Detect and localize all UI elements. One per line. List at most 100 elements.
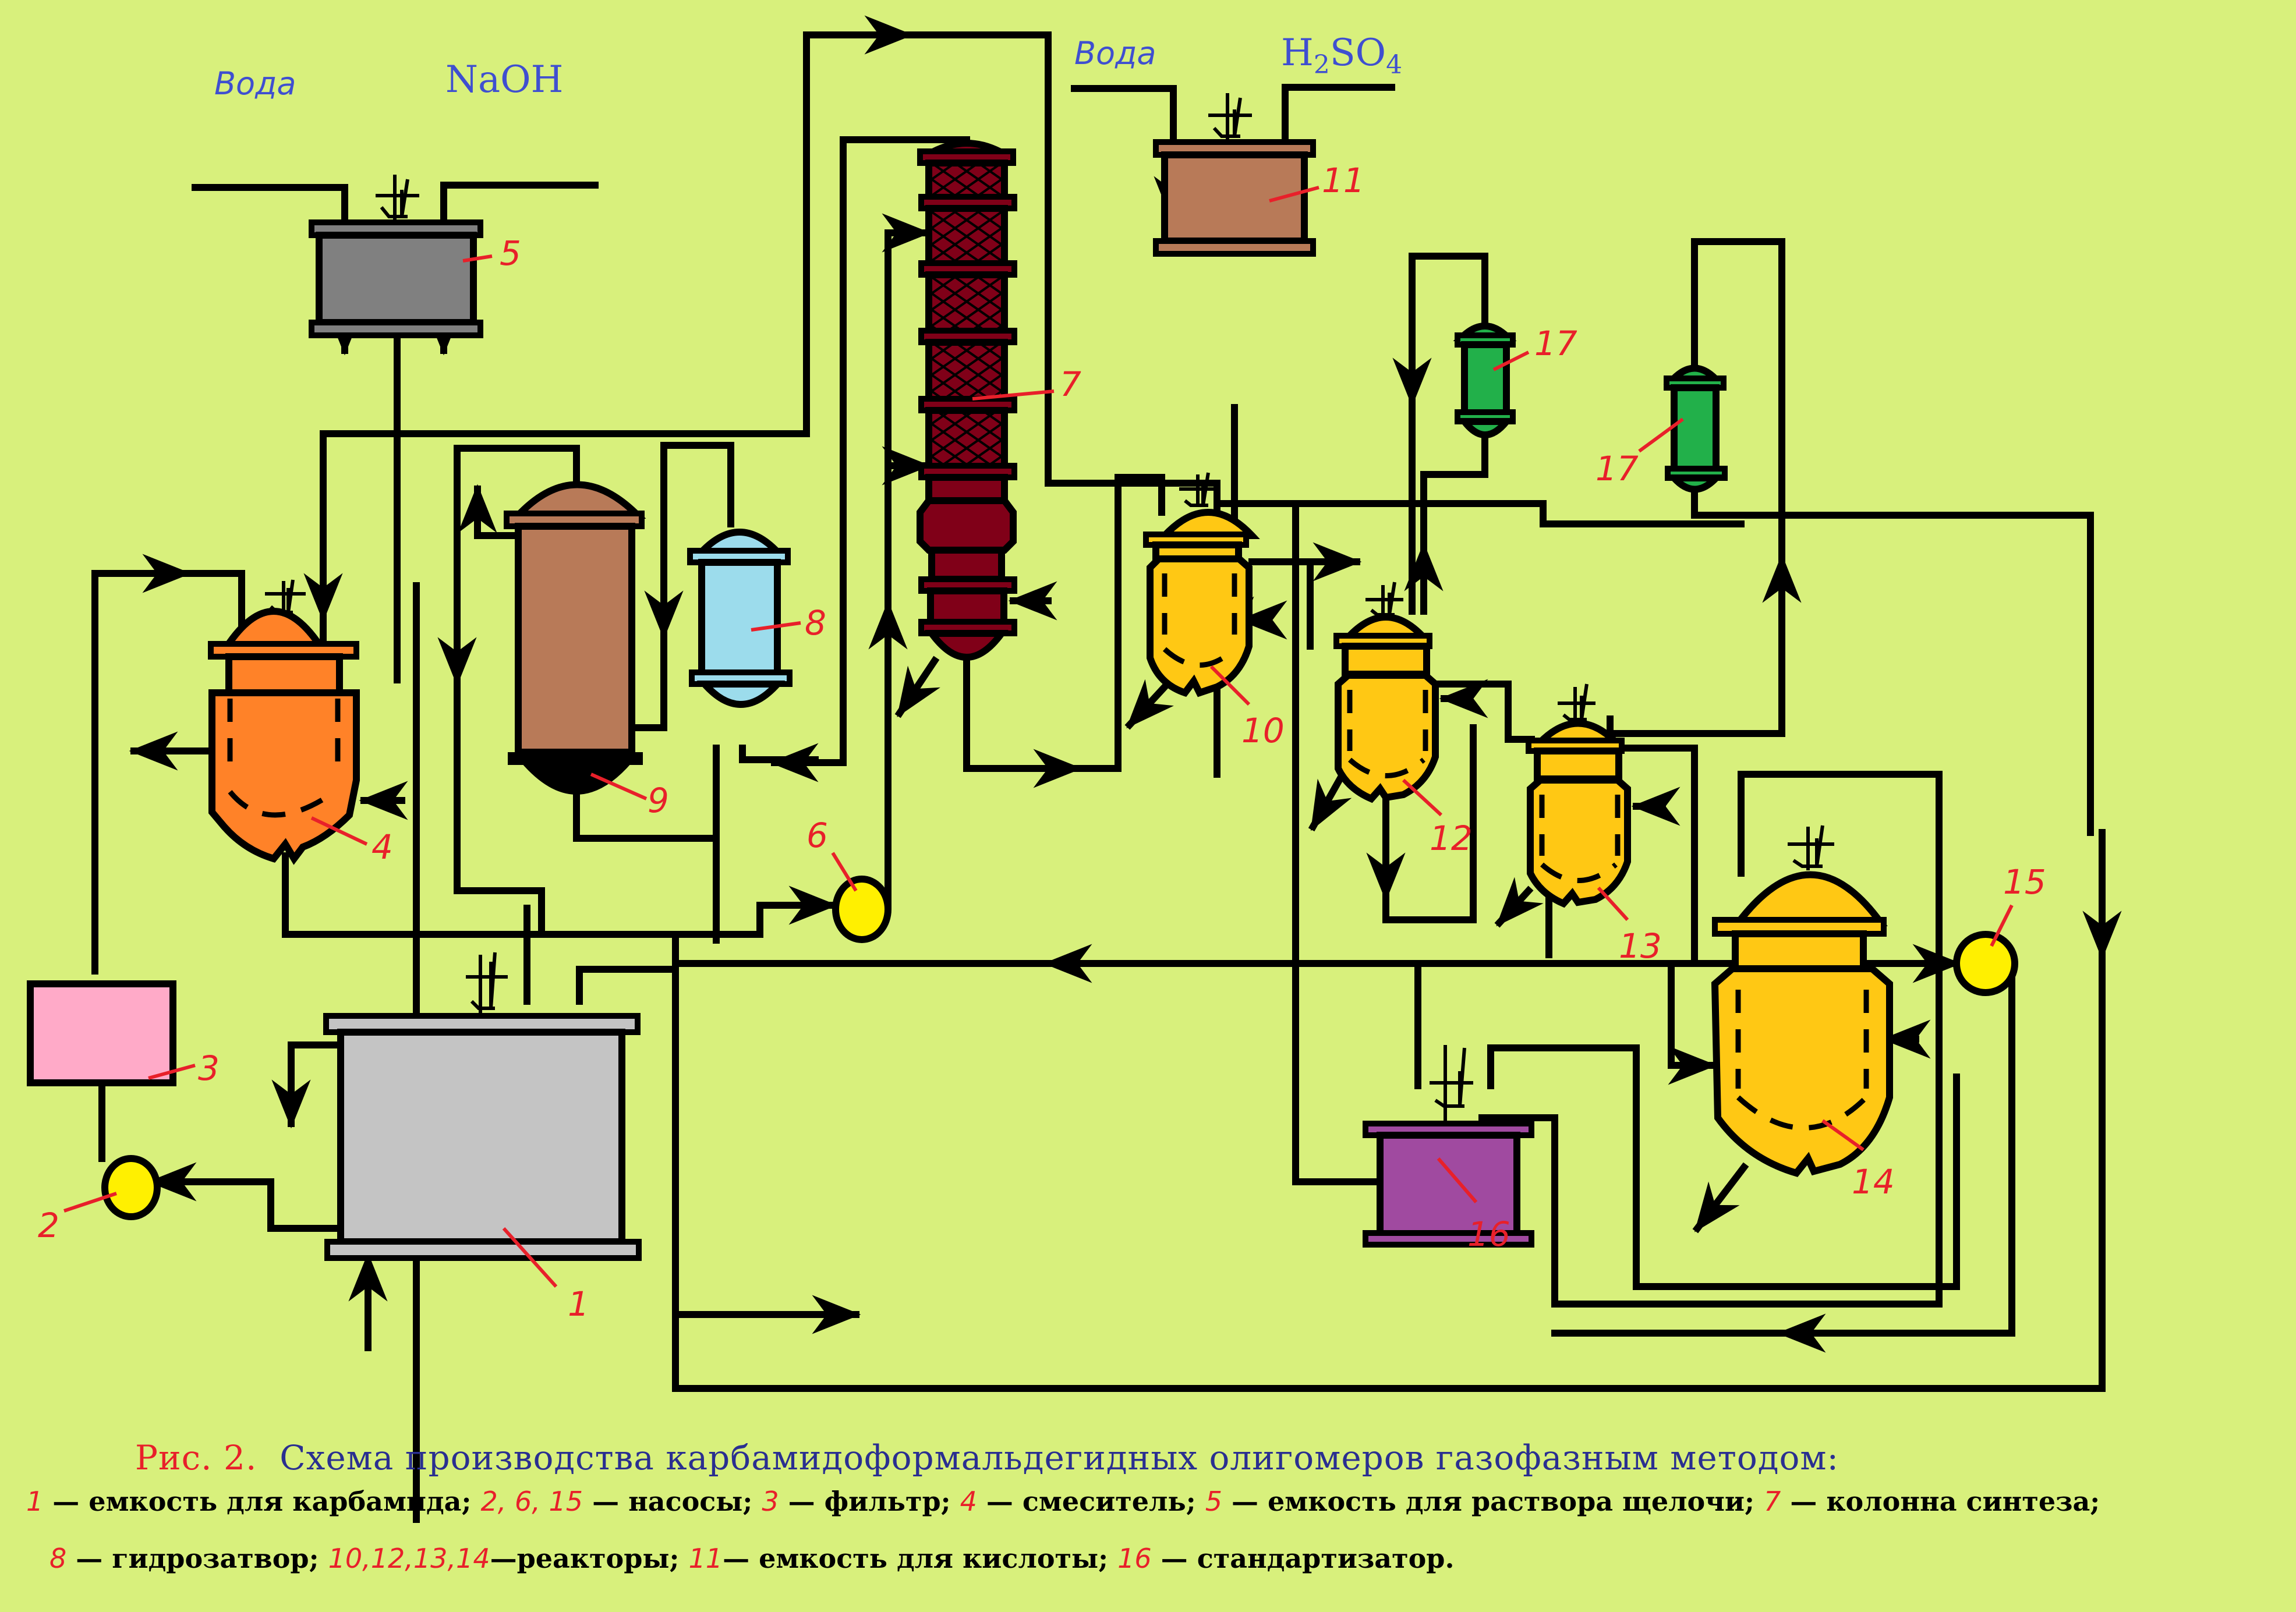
pipe-column-out-bottom	[963, 474, 1165, 772]
pipe-tank1-side-out	[271, 1041, 344, 1129]
pipe-13-to-14	[1668, 963, 1715, 1069]
pipe-mixer4-to-pump6	[282, 852, 838, 938]
label-13: 13	[1619, 926, 1662, 966]
legend-num: 1	[26, 1486, 44, 1517]
reactor-12[interactable]: 12	[1333, 582, 1473, 858]
reactor-14[interactable]: 14	[1711, 825, 1895, 1202]
pipe-14-loop	[1478, 771, 1943, 1308]
hydroseal-8[interactable]: 8	[687, 529, 826, 708]
label-12: 12	[1430, 819, 1473, 858]
pipe-14-drain	[1692, 1162, 1749, 1234]
label-17-first: 17	[1534, 324, 1577, 363]
stirrer-icon	[466, 952, 508, 1013]
pipelines	[91, 15, 2122, 1523]
legend-text: — смеситель;	[977, 1486, 1205, 1517]
label-2: 2	[38, 1206, 59, 1245]
filter-3[interactable]: 3	[27, 980, 220, 1088]
pipe-17b-bottom	[1691, 483, 2094, 836]
pipe-17a-bottom	[1420, 427, 1488, 615]
vessel-9[interactable]: 9	[504, 481, 669, 821]
pipe-17b-top	[1607, 238, 1785, 737]
caption-figure-number: Рис. 2.	[135, 1438, 257, 1478]
legend-text: — стандартизатор.	[1151, 1543, 1455, 1574]
label-7: 7	[1060, 364, 1081, 404]
legend-num: 16	[1117, 1543, 1152, 1574]
pipe-10-drain	[1124, 679, 1174, 730]
pipe-tank1-to-pump2	[147, 1162, 344, 1232]
pipe-10-upper-header	[1214, 500, 1745, 527]
pump-6[interactable]: 6	[806, 816, 891, 943]
pipe-8-feed-in	[739, 745, 819, 763]
condenser-17-first[interactable]: 17	[1453, 323, 1577, 438]
label-16: 16	[1467, 1214, 1510, 1254]
pump-15[interactable]: 15	[1953, 862, 2046, 996]
pipe-return-bottom-vert	[672, 829, 2106, 1392]
pipe-17a-loop	[1409, 253, 1488, 615]
stirrer-icon	[1365, 582, 1403, 617]
pipe-8-bottom	[573, 745, 720, 842]
caption-legend-line-1: 1 — емкость для карбамида; 2, 6, 15 — на…	[26, 1486, 2100, 1517]
legend-text: — фильтр;	[779, 1486, 960, 1517]
legend-text: — колонна синтеза;	[1781, 1486, 2100, 1517]
label-10: 10	[1241, 711, 1285, 750]
legend-num: 4	[960, 1486, 977, 1517]
feed-naoh: NaOH	[445, 58, 563, 101]
label-6: 6	[806, 816, 828, 855]
legend-num: 7	[1764, 1486, 1781, 1517]
pipe-16-loop	[1487, 1044, 1960, 1290]
stirrer-icon	[1430, 1045, 1473, 1121]
mixer-4[interactable]: 4	[208, 579, 393, 867]
legend-num: 8	[49, 1543, 67, 1574]
legend-text: — емкость для кислоты;	[723, 1543, 1109, 1574]
synthesis-column-7[interactable]: 7	[917, 140, 1081, 661]
label-17-second: 17	[1595, 449, 1639, 488]
caption-title: Рис. 2. Схема производства карбамидоформ…	[135, 1438, 1839, 1478]
reactor-13[interactable]: 13	[1526, 683, 1662, 966]
stirrer-icon	[1558, 683, 1595, 722]
legend-num: 5	[1205, 1486, 1222, 1517]
pipe-13-drain	[1494, 877, 1544, 928]
pipe-vessel9-vent	[458, 484, 516, 539]
stirrer-icon	[1788, 825, 1834, 870]
pipe-vessel9-to-8	[628, 442, 734, 731]
label-4: 4	[372, 827, 393, 867]
stirrer-icon	[1208, 93, 1252, 141]
label-9: 9	[648, 781, 669, 820]
legend-text: —реакторы;	[490, 1543, 680, 1574]
h2so4-so: SO	[1330, 31, 1386, 75]
label-15: 15	[2003, 862, 2046, 902]
label-8: 8	[805, 603, 826, 643]
pipe-riser-column-feed	[882, 213, 931, 612]
feed-h2so4: H2SO4	[1281, 31, 1402, 80]
h2so4-sub-2: 2	[1314, 50, 1330, 80]
pipe-13-right	[1615, 745, 1698, 967]
caption-title-text: Схема производства карбамидоформальдегид…	[280, 1438, 1839, 1478]
feed-water-tank5: Вода	[214, 65, 296, 102]
legend-num: 11	[688, 1543, 723, 1574]
label-11: 11	[1322, 161, 1365, 200]
legend-num: 3	[762, 1486, 779, 1517]
label-3: 3	[198, 1048, 220, 1088]
reactor-10[interactable]: 10	[1143, 472, 1285, 750]
stirrer-icon	[265, 579, 306, 614]
feed-water-tank11: Вода	[1074, 35, 1156, 72]
tank-11-acid[interactable]: 11	[1153, 93, 1365, 257]
standardizer-16[interactable]: 16	[1363, 1045, 1534, 1254]
legend-text: — гидрозатвор;	[66, 1543, 328, 1574]
legend-num: 10,12,13,14	[328, 1543, 490, 1574]
tank-5-alkali-solution[interactable]: 5	[309, 175, 521, 338]
pump-2[interactable]: 2	[38, 1155, 161, 1245]
tank-1-carbamide[interactable]: 1	[323, 952, 642, 1324]
pipe-12-right	[1429, 681, 1535, 743]
stirrer-icon	[376, 175, 419, 221]
legend-num: 2, 6, 15	[480, 1486, 583, 1517]
legend-text: — насосы;	[583, 1486, 762, 1517]
pipe-10-to-12	[1248, 558, 1314, 650]
stirrer-icon	[1179, 472, 1217, 507]
legend-text: — емкость для раствора щелочи;	[1222, 1486, 1764, 1517]
condenser-17-second[interactable]: 17	[1595, 364, 1728, 493]
label-5: 5	[500, 233, 521, 273]
legend-text: — емкость для карбамида;	[43, 1486, 481, 1517]
caption-legend-line-2: 8 — гидрозатвор; 10,12,13,14—реакторы; 1…	[49, 1543, 1454, 1574]
